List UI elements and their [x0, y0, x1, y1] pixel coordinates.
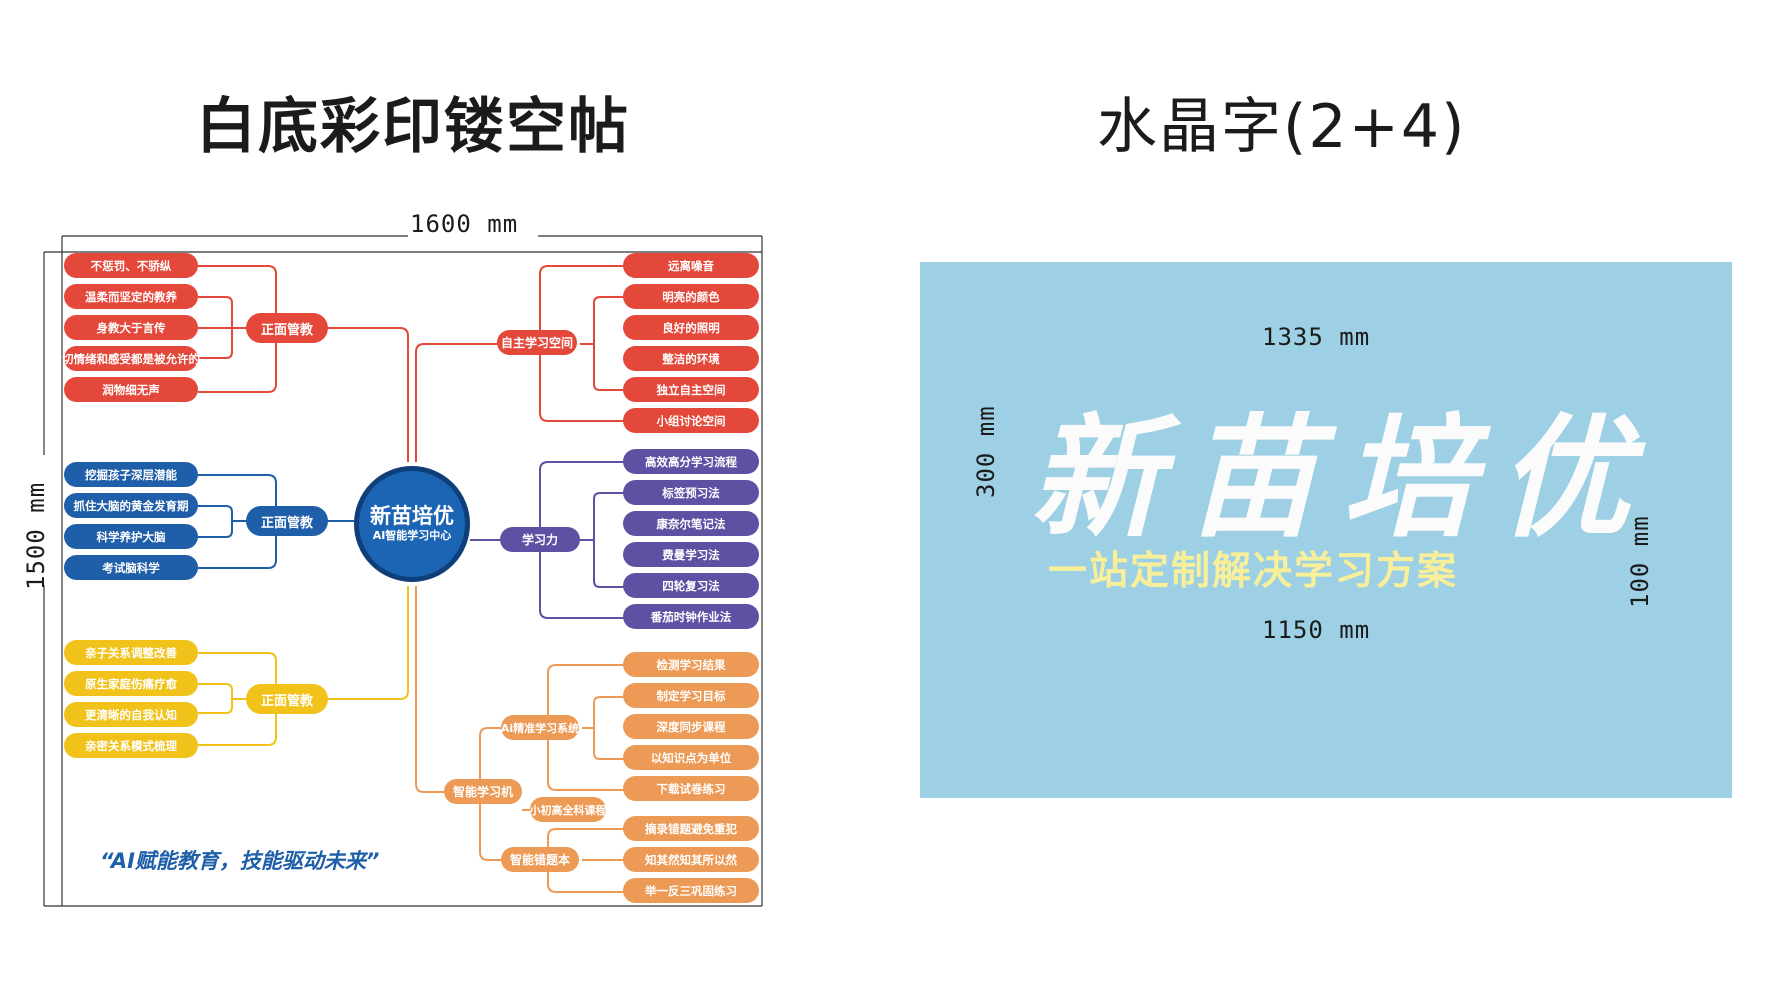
ai-system-item-4: 以知识点为单位: [623, 745, 759, 770]
crystal-panel: [920, 262, 1732, 798]
right-purple-item-4: 费曼学习法: [623, 542, 759, 567]
crystal-sub-text: 一站定制解决学习方案: [1048, 549, 1459, 594]
mistake-book-item-1: 摘录错题避免重犯: [623, 816, 759, 841]
left-blue-item-1: 挖掘孩子深层潜能: [64, 462, 198, 487]
ai-system-item-2: 制定学习目标: [623, 683, 759, 708]
crystal-dim-bottom: 1150 mm: [1262, 616, 1371, 644]
left-red-item-2: 温柔而坚定的教养: [64, 284, 198, 309]
crystal-dim-right: 100 mm: [1626, 515, 1654, 608]
right-purple-item-5: 四轮复习法: [623, 573, 759, 598]
right-red-item-2: 明亮的颜色: [623, 284, 759, 309]
ai-system-item-3: 深度同步课程: [623, 714, 759, 739]
left-blue-item-4: 考试脑科学: [64, 555, 198, 580]
left-yellow-item-4: 亲密关系模式梳理: [64, 733, 198, 758]
crystal-dim-left: 300 mm: [972, 405, 1000, 498]
course-hub: 小初高全科课程: [530, 797, 607, 822]
height-dimension: 1500 mm: [22, 481, 50, 590]
right-title: 水晶字(2+4): [1097, 92, 1467, 162]
right-purple-item-1: 高效高分学习流程: [623, 449, 759, 474]
left-yellow-item-1: 亲子关系调整改善: [64, 640, 198, 665]
right-red-item-3: 良好的照明: [623, 315, 759, 340]
right-purple-item-2: 标签预习法: [623, 480, 759, 505]
right-red-item-1: 远离噪音: [623, 253, 759, 278]
left-yellow-item-2: 原生家庭伤痛疗愈: [64, 671, 198, 696]
left-red-item-4: 切情绪和感受都是被允许的: [62, 346, 200, 371]
left-red-hub: 正面管教: [246, 313, 328, 343]
right-purple-item-3: 康奈尔笔记法: [623, 511, 759, 536]
left-yellow-item-3: 更清晰的自我认知: [64, 702, 198, 727]
width-dimension: 1600 mm: [410, 210, 519, 238]
ai-system-item-5: 下载试卷练习: [623, 776, 759, 801]
right-purple-hub: 学习力: [500, 527, 580, 552]
right-red-item-4: 整洁的环境: [623, 346, 759, 371]
left-red-item-5: 润物细无声: [64, 377, 198, 402]
right-red-item-6: 小组讨论空间: [623, 408, 759, 433]
right-red-hub: 自主学习空间: [497, 330, 577, 355]
left-title: 白底彩印镂空帖: [196, 92, 630, 162]
center-subtitle: AI智能学习中心: [372, 529, 452, 542]
center-circle: [354, 466, 470, 582]
smart-learning-hub: 智能学习机: [444, 779, 522, 804]
mistake-book-item-2: 知其然知其所以然: [623, 847, 759, 872]
crystal-main-text: 新苗培优: [1030, 401, 1654, 556]
left-red-item-3: 身教大于言传: [64, 315, 198, 340]
left-blue-item-3: 科学养护大脑: [64, 524, 198, 549]
ai-system-item-1: 检测学习结果: [623, 652, 759, 677]
mistake-book-item-3: 举一反三巩固练习: [623, 878, 759, 903]
left-red-item-1: 不惩罚、不骄纵: [64, 253, 198, 278]
ai-system-hub: Ai精准学习系统: [501, 715, 579, 740]
right-purple-item-6: 番茄时钟作业法: [623, 604, 759, 629]
center-title: 新苗培优: [370, 504, 454, 528]
mistake-book-hub: 智能错题本: [501, 847, 579, 872]
right-red-item-5: 独立自主空间: [623, 377, 759, 402]
slogan: “AI赋能教育，技能驱动未来”: [100, 849, 380, 873]
left-blue-hub: 正面管教: [246, 506, 328, 536]
left-yellow-hub: 正面管教: [246, 684, 328, 714]
left-blue-item-2: 抓住大脑的黄金发育期: [64, 493, 198, 518]
crystal-dim-top: 1335 mm: [1262, 323, 1371, 351]
